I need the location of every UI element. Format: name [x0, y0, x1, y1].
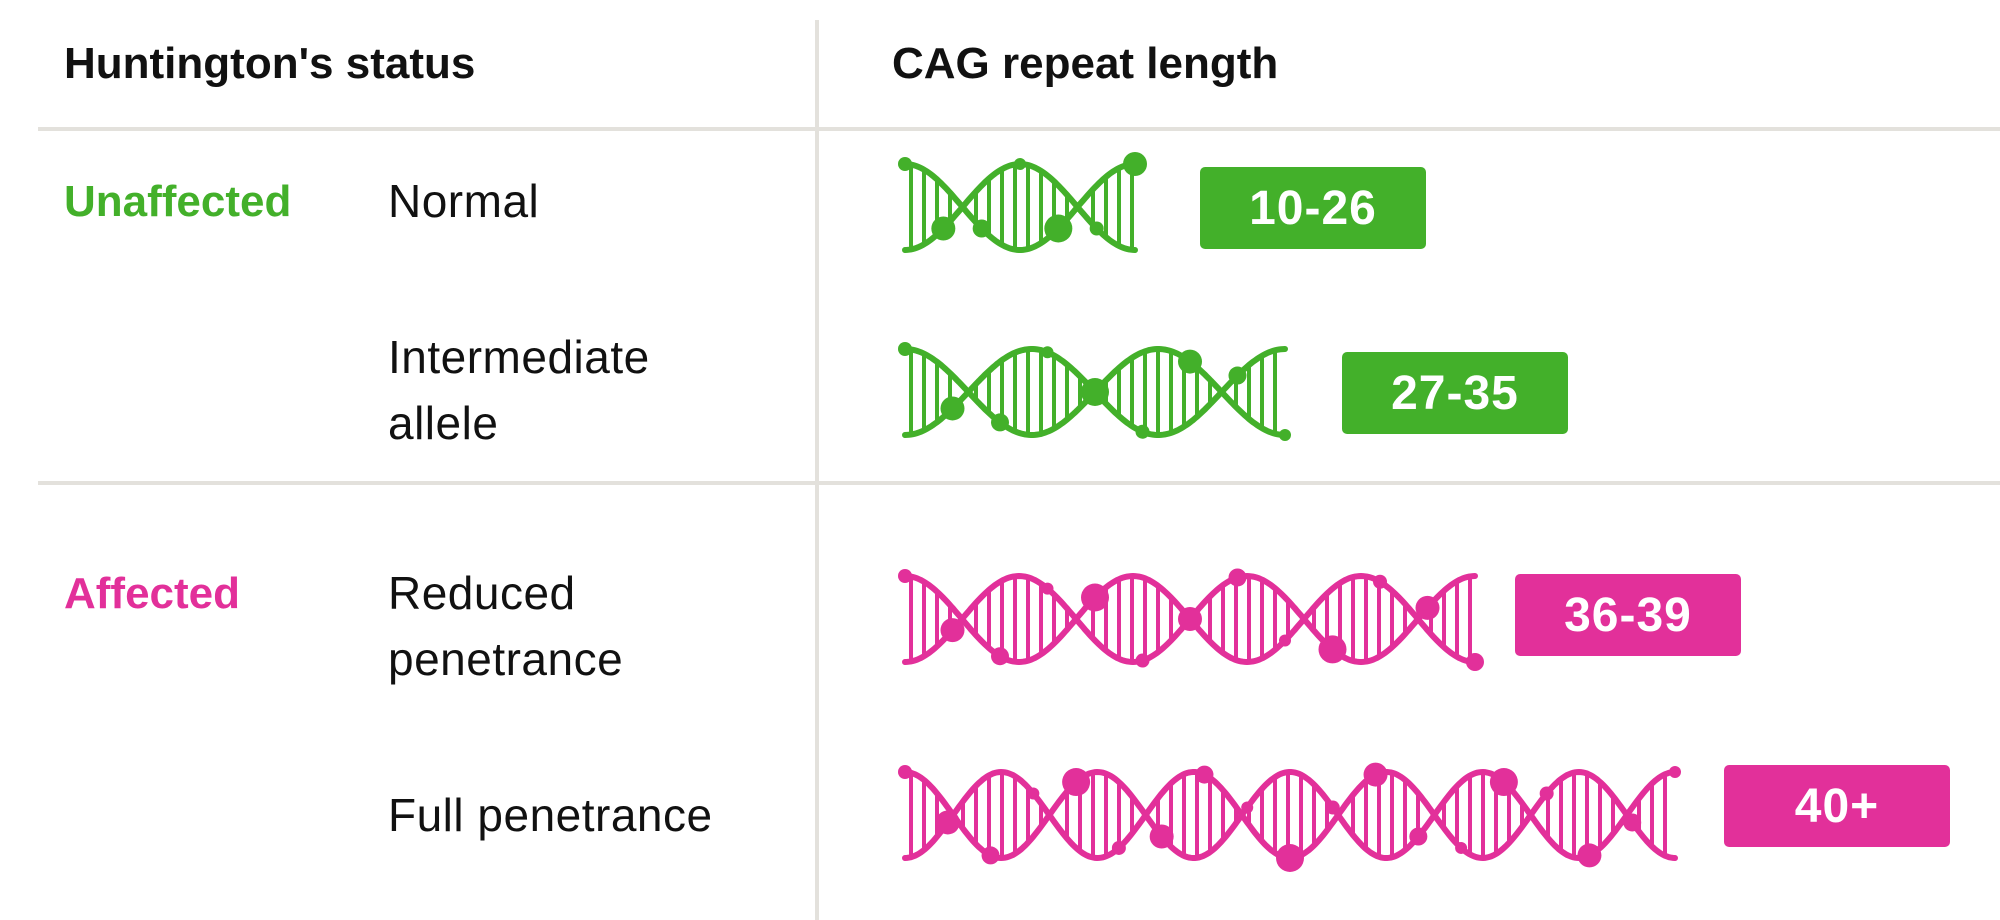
column-divider [815, 20, 819, 920]
group-label-unaffected: Unaffected [64, 177, 292, 226]
group-label-affected: Affected [64, 569, 241, 618]
status-column-header: Huntington's status [64, 39, 476, 88]
status-line: Reduced [388, 567, 576, 619]
dna-helix-icon [898, 342, 1291, 441]
range-badge-10-26: 10-26 [1200, 167, 1426, 249]
range-badge-40-plus: 40+ [1724, 765, 1950, 847]
range-badge-36-39: 36-39 [1515, 574, 1741, 656]
status-line: penetrance [388, 633, 624, 685]
cag-column-header: CAG repeat length [892, 39, 1279, 88]
status-label-normal: Normal [388, 168, 539, 234]
status-line: Full penetrance [388, 789, 713, 841]
dna-helix-icon [898, 152, 1147, 253]
status-line: Intermediate [388, 331, 650, 383]
status-label-reduced-penetrance: Reduced penetrance [388, 560, 623, 692]
status-line: Normal [388, 175, 540, 227]
status-label-intermediate-allele: Intermediate allele [388, 324, 650, 456]
status-label-full-penetrance: Full penetrance [388, 782, 713, 848]
dna-helix-icon [898, 568, 1484, 671]
group-divider [38, 481, 2000, 485]
dna-helix-icon [898, 762, 1681, 872]
range-badge-27-35: 27-35 [1342, 352, 1568, 434]
header-rule [38, 127, 2000, 131]
status-line: allele [388, 397, 499, 449]
